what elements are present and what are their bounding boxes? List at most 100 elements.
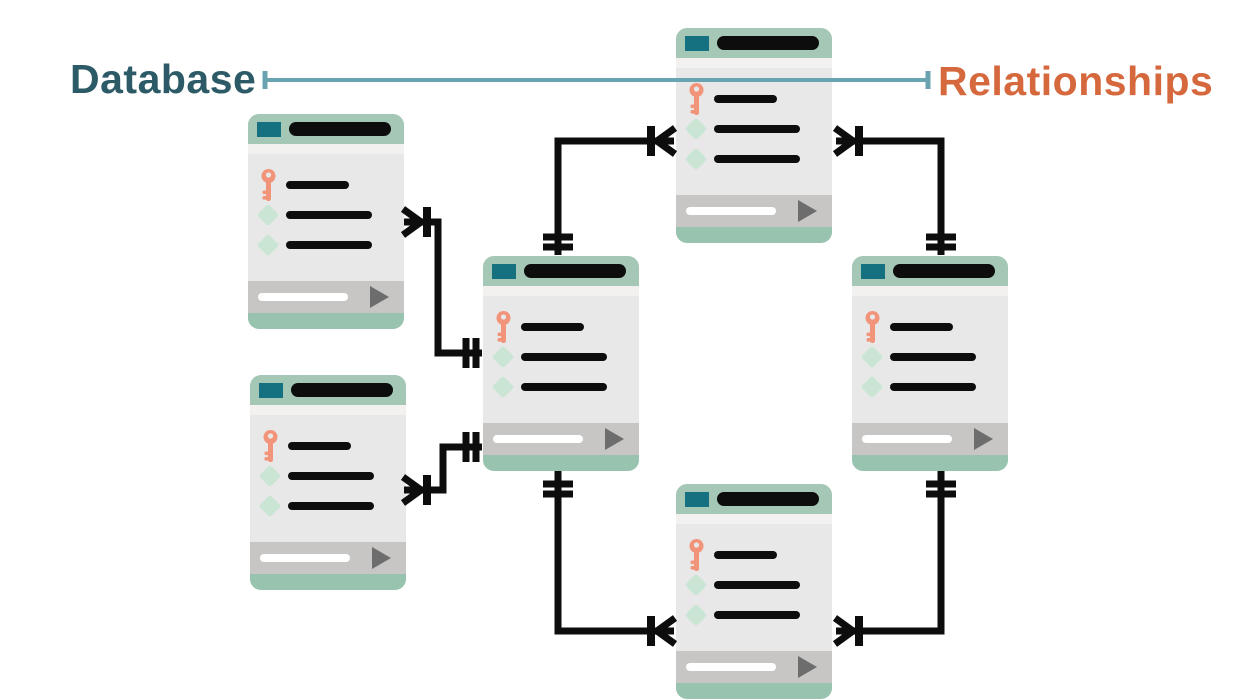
diamond-icon [684, 573, 708, 597]
diamond-icon [491, 345, 515, 369]
title-relationships: Relationships [938, 58, 1214, 104]
table-chip-icon [492, 263, 516, 279]
table-footer [852, 423, 1008, 455]
field-row-attribute [684, 142, 800, 176]
field-name-bar [714, 155, 800, 163]
table-card-top-left [248, 114, 404, 329]
table-title-bar [717, 492, 819, 506]
table-chip-icon [685, 491, 709, 507]
field-row-primary-key [861, 310, 953, 344]
field-name-bar [521, 323, 584, 331]
field-name-bar [890, 323, 953, 331]
field-name-bar [714, 551, 777, 559]
body-highlight-strip [483, 286, 639, 296]
field-row-attribute [684, 112, 800, 146]
field-name-bar [714, 581, 800, 589]
footer-status-bar [862, 435, 952, 443]
field-row-attribute [258, 489, 374, 523]
table-card-top [676, 28, 832, 243]
footer-status-bar [493, 435, 583, 443]
table-footer [676, 651, 832, 683]
field-name-bar [286, 211, 372, 219]
field-row-attribute [860, 340, 976, 374]
table-bottom-strip [483, 455, 639, 471]
key-icon [861, 310, 883, 344]
body-highlight-strip [248, 144, 404, 154]
key-icon [685, 538, 707, 572]
table-title-bar [717, 36, 819, 50]
play-arrow-icon [798, 200, 817, 222]
key-icon [685, 82, 707, 116]
field-name-bar [890, 353, 976, 361]
field-row-attribute [684, 568, 800, 602]
table-footer [250, 542, 406, 574]
diamond-icon [256, 233, 280, 257]
field-name-bar [288, 442, 351, 450]
title-database: Database [70, 56, 257, 102]
table-chip-icon [257, 121, 281, 137]
field-row-attribute [256, 198, 372, 232]
table-footer [483, 423, 639, 455]
play-arrow-icon [974, 428, 993, 450]
play-arrow-icon [605, 428, 624, 450]
diamond-icon [491, 375, 515, 399]
table-bottom-strip [248, 313, 404, 329]
table-header [676, 484, 832, 514]
field-name-bar [714, 611, 800, 619]
field-row-primary-key [685, 82, 777, 116]
table-field-list [852, 286, 1008, 423]
table-card-right [852, 256, 1008, 471]
table-title-bar [289, 122, 391, 136]
field-row-attribute [684, 598, 800, 632]
table-chip-icon [861, 263, 885, 279]
table-header [250, 375, 406, 405]
field-row-attribute [256, 228, 372, 262]
table-field-list [676, 58, 832, 195]
field-name-bar [288, 472, 374, 480]
field-name-bar [521, 383, 607, 391]
footer-status-bar [686, 663, 776, 671]
body-highlight-strip [676, 514, 832, 524]
table-title-bar [893, 264, 995, 278]
diamond-icon [258, 464, 282, 488]
field-row-primary-key [259, 429, 351, 463]
table-chip-icon [685, 35, 709, 51]
field-row-attribute [258, 459, 374, 493]
footer-status-bar [686, 207, 776, 215]
field-name-bar [890, 383, 976, 391]
play-arrow-icon [370, 286, 389, 308]
field-name-bar [288, 502, 374, 510]
body-highlight-strip [676, 58, 832, 68]
field-name-bar [521, 353, 607, 361]
field-row-attribute [860, 370, 976, 404]
diamond-icon [256, 203, 280, 227]
table-card-center [483, 256, 639, 471]
field-row-primary-key [685, 538, 777, 572]
table-card-bottom [676, 484, 832, 699]
key-icon [492, 310, 514, 344]
table-chip-icon [259, 382, 283, 398]
field-name-bar [714, 95, 777, 103]
field-name-bar [714, 125, 800, 133]
diamond-icon [684, 117, 708, 141]
table-header [483, 256, 639, 286]
key-icon [257, 168, 279, 202]
footer-status-bar [258, 293, 348, 301]
field-row-primary-key [257, 168, 349, 202]
play-arrow-icon [372, 547, 391, 569]
table-title-bar [524, 264, 626, 278]
field-row-attribute [491, 340, 607, 374]
table-field-list [676, 514, 832, 651]
body-highlight-strip [852, 286, 1008, 296]
table-bottom-strip [852, 455, 1008, 471]
table-header [852, 256, 1008, 286]
diamond-icon [684, 603, 708, 627]
table-bottom-strip [676, 227, 832, 243]
diamond-icon [860, 345, 884, 369]
diamond-icon [860, 375, 884, 399]
field-row-primary-key [492, 310, 584, 344]
body-highlight-strip [250, 405, 406, 415]
table-field-list [248, 144, 404, 281]
